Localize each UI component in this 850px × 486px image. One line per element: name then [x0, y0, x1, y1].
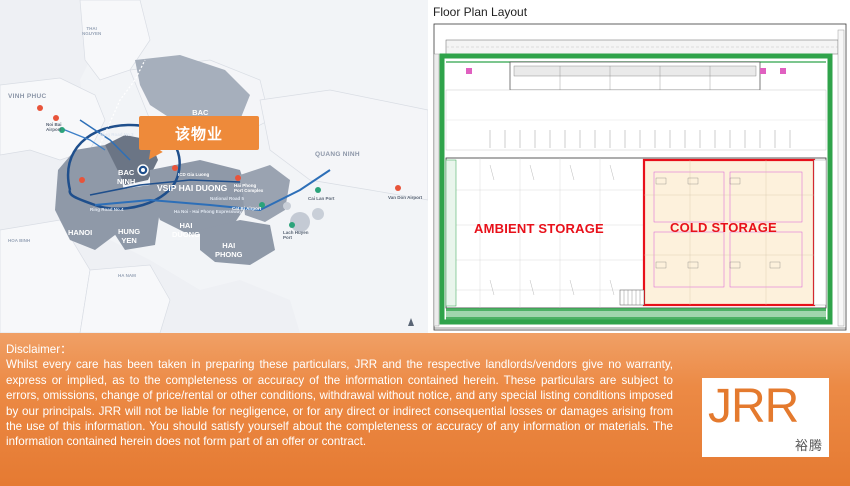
road-expressway: Ha Noi - Hai Phong Expressway	[174, 209, 242, 214]
region-ha-nam: HA NAM	[118, 273, 136, 278]
map-graphic	[0, 0, 428, 333]
disclaimer-body: Whilst every care has been taken in prep…	[6, 358, 673, 449]
location-map: VINH PHUC THAI NGUYEN BAC GIANG BAC NINH…	[0, 0, 428, 333]
floor-plan-title: Floor Plan Layout	[433, 5, 528, 19]
poi-cai-lan-port: Cai Lan Port	[308, 196, 335, 201]
jrr-logo: JRR 裕腾	[702, 378, 829, 457]
disclaimer-title: Disclaimer：	[6, 343, 72, 356]
poi-cat-bi-airport: Cat Bi Airport	[232, 206, 262, 211]
poi-icd: ICD Gia Luong	[178, 172, 210, 177]
logo-chinese-name: 裕腾	[794, 439, 823, 454]
region-vsip-hai-duong: VSIP HAI DUONG	[157, 183, 228, 193]
poi-hai-phong-port: Hai Phong Port Complex	[234, 183, 264, 193]
disclaimer-panel: Disclaimer： Whilst every care has been t…	[0, 333, 850, 486]
cold-storage-label: COLD STORAGE	[670, 220, 777, 235]
region-vinh-phuc: VINH PHUC	[8, 93, 47, 100]
road-national-road-5: National Road 5	[210, 196, 245, 201]
region-hanoi: HANOI	[68, 228, 93, 237]
floor-plan-panel: Floor Plan Layout	[430, 0, 850, 333]
poi-van-don-airport: Van Don Airport	[388, 195, 423, 200]
logo-wordmark: JRR	[708, 380, 799, 433]
road-ring-road-4: Ring Road No.4	[90, 207, 124, 212]
region-hung-yen: HUNG YEN	[118, 227, 141, 245]
poi-noi-bai-airport: Noi Bai Airport	[46, 122, 62, 132]
ambient-storage-label: AMBIENT STORAGE	[474, 221, 604, 236]
region-hai-phong: HAI PHONG	[215, 241, 243, 259]
floor-plan-drawing	[433, 23, 847, 331]
region-bac-ninh: BAC NINH	[117, 168, 136, 186]
property-callout: 该物业	[139, 116, 259, 150]
disclaimer-text-block: Disclaimer： Whilst every care has been t…	[6, 342, 673, 450]
poi-lach-huyen-port: Lach Huyen Port	[283, 230, 309, 240]
region-hai-duong: HAI DUONG	[172, 221, 200, 239]
road-ring-road-3: Ring Road No.3	[100, 132, 134, 137]
region-thai-nguyen: THAI NGUYEN	[82, 26, 102, 36]
region-quang-ninh: QUANG NINH	[315, 151, 360, 158]
region-hoa-binh: HOA BINH	[8, 238, 31, 243]
